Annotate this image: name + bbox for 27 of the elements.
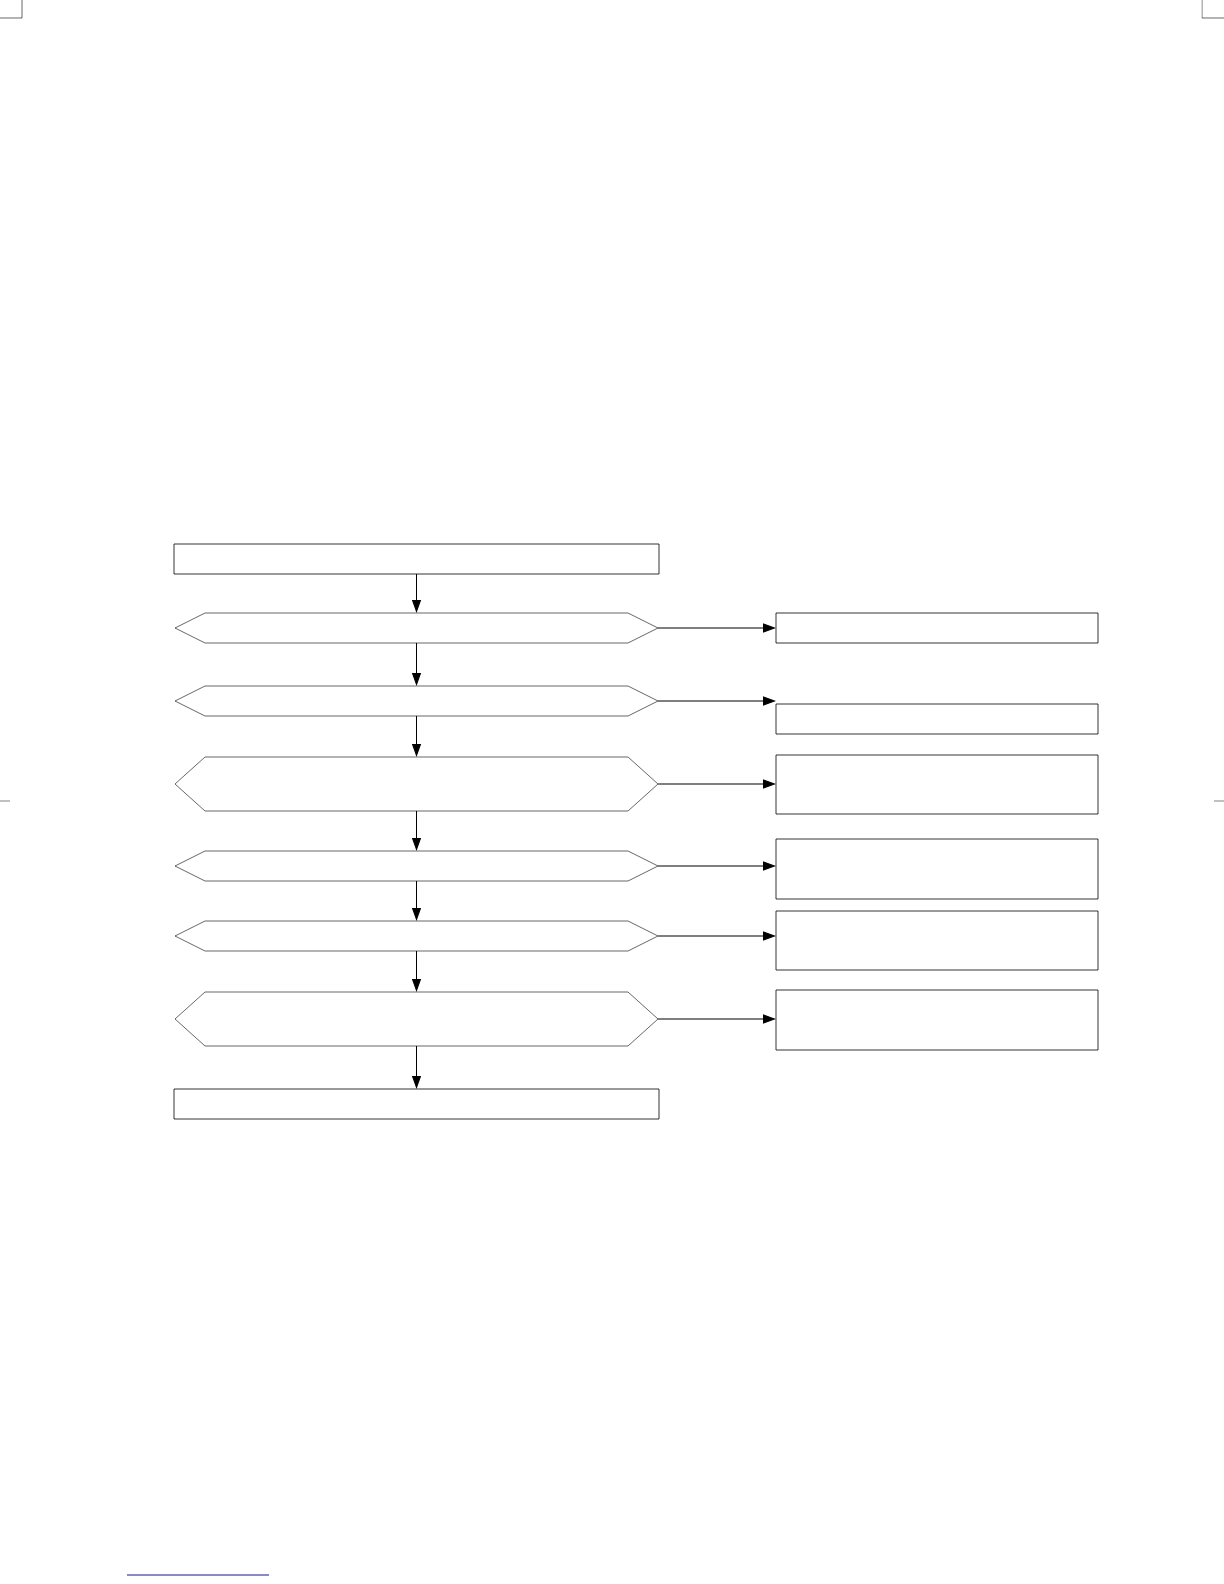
process-box [775,703,1099,735]
process-box [775,838,1099,900]
process-box [173,1088,660,1120]
arrow [412,880,421,920]
arrow [412,950,421,991]
decision-hexagon [174,612,659,644]
arrow [412,715,421,756]
process-box [775,910,1099,971]
arrow [657,931,775,941]
arrow [657,623,775,633]
arrow [412,1045,421,1088]
arrow [657,1014,775,1024]
process-box [173,543,660,575]
decision-hexagon [174,850,659,882]
process-box [775,989,1099,1051]
arrow [412,642,421,685]
arrow [657,861,775,871]
decision-hexagon [174,756,659,812]
arrow [657,696,775,706]
arrow [412,810,421,850]
decision-hexagon [174,920,659,952]
decision-hexagon [174,685,659,717]
arrow [657,779,775,789]
arrow [412,573,421,612]
process-box [775,612,1099,644]
process-box [775,754,1099,815]
decision-hexagon [174,991,659,1047]
